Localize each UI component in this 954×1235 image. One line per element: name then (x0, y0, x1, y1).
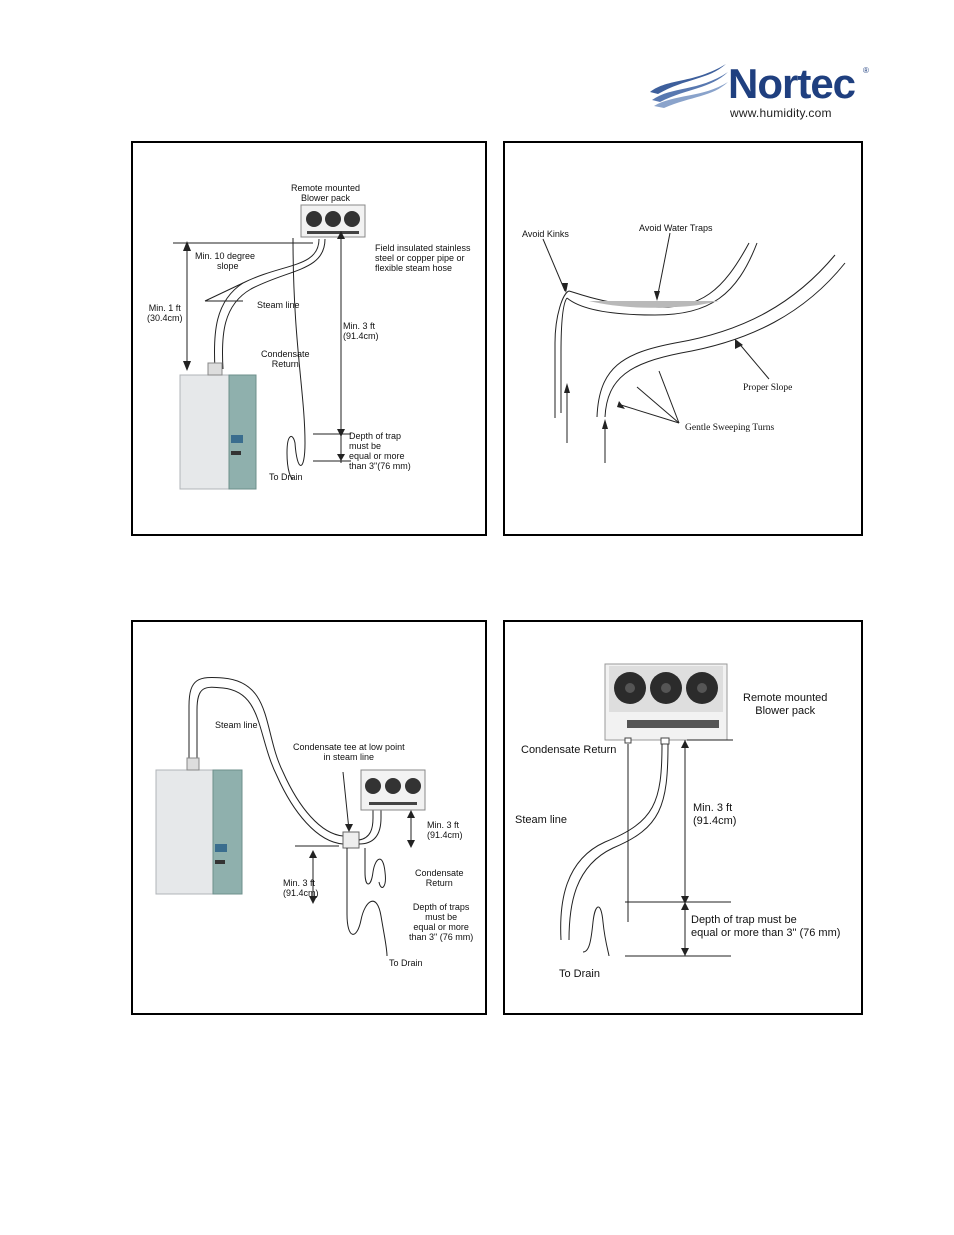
label-avoid-water-traps: Avoid Water Traps (639, 223, 713, 233)
label-min-3ft-right: Min. 3 ft(91.4cm) (427, 820, 463, 840)
label-min-3ft: Min. 3 ft(91.4cm) (693, 802, 737, 827)
registered-mark: ® (863, 66, 869, 75)
label-to-drain: To Drain (559, 968, 600, 980)
label-steam-line: Steam line (257, 300, 300, 310)
label-steam-line: Steam line (515, 814, 567, 826)
logo-url: www.humidity.com (730, 106, 832, 120)
diagram-steam-line-slope (173, 204, 366, 490)
logo-wordmark: Nortec (728, 60, 856, 107)
diagram-routing (542, 232, 846, 463)
diagram-remote-blower-trap (560, 663, 733, 957)
label-steam-line: Steam line (215, 720, 258, 730)
diagram-condensate-tee (155, 676, 426, 957)
label-to-drain: To Drain (269, 472, 303, 482)
label-min-3ft: Min. 3 ft(91.4cm) (343, 321, 379, 341)
label-to-drain: To Drain (389, 958, 423, 968)
panel-routing-guidelines: Avoid Kinks Avoid Water Traps Proper Slo… (503, 141, 863, 536)
label-avoid-kinks: Avoid Kinks (522, 229, 569, 239)
label-condensate-return: Condensate Return (521, 744, 617, 756)
label-proper-slope: Proper Slope (743, 383, 793, 393)
label-min-1ft: Min. 1 ft(30.4cm) (147, 303, 183, 323)
nortec-logo: Nortec ® www.humidity.com (648, 60, 870, 122)
label-min-3ft-left: Min. 3 ft(91.4cm) (283, 878, 319, 898)
wave-icon (650, 64, 728, 108)
label-gentle-sweeping-turns: Gentle Sweeping Turns (685, 423, 775, 433)
